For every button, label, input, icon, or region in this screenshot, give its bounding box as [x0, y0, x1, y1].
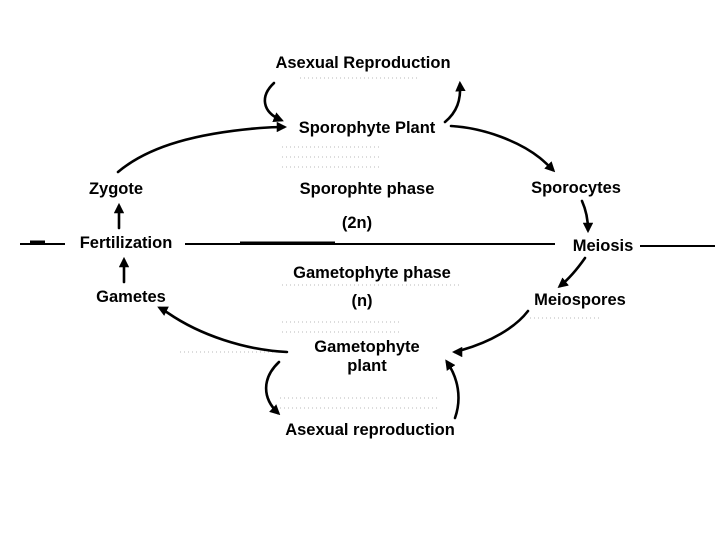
- label-ploidy-2n: (2n): [342, 214, 372, 232]
- label-ploidy-n: (n): [351, 292, 372, 310]
- label-gametophyte-plant-line2: plant: [347, 357, 387, 375]
- label-asexual-reproduction-bottom: Asexual reproduction: [285, 421, 455, 439]
- label-gametophyte-plant-line1: Gametophyte: [314, 338, 419, 356]
- label-meiospores: Meiospores: [534, 291, 626, 309]
- label-meiosis: Meiosis: [573, 237, 634, 255]
- node-labels: Asexual Reproduction Sporophyte Plant Zy…: [80, 54, 634, 439]
- arrow-gametophyte-to-gametes: [157, 306, 289, 354]
- arrow-meiospores-to-gametophyte: [451, 309, 530, 358]
- arrow-asexual-bottom-loop-right: [445, 359, 460, 420]
- arrow-zygote-to-sporophyte: [116, 121, 288, 174]
- label-gametophyte-phase: Gametophyte phase: [293, 264, 451, 282]
- phase-divider: [20, 240, 715, 247]
- label-sporophyte-phase: Sporophte phase: [300, 180, 435, 198]
- label-fertilization: Fertilization: [80, 234, 173, 252]
- label-sporophyte-plant: Sporophyte Plant: [299, 119, 436, 137]
- background-noise: [180, 77, 600, 409]
- label-zygote: Zygote: [89, 180, 143, 198]
- arrow-sporophyte-to-sporocytes: [449, 124, 556, 173]
- arrow-asexual-top-loop-right: [443, 80, 466, 124]
- arrow-asexual-bottom-loop-left: [264, 360, 281, 416]
- label-sporocytes: Sporocytes: [531, 179, 621, 197]
- connectors: [113, 80, 594, 420]
- arrow-asexual-top-loop-left: [263, 81, 284, 122]
- label-gametes: Gametes: [96, 288, 166, 306]
- arrow-meiosis-to-meiospores: [557, 256, 587, 288]
- arrow-sporocytes-to-meiosis: [580, 199, 594, 234]
- label-asexual-reproduction-top: Asexual Reproduction: [275, 54, 450, 72]
